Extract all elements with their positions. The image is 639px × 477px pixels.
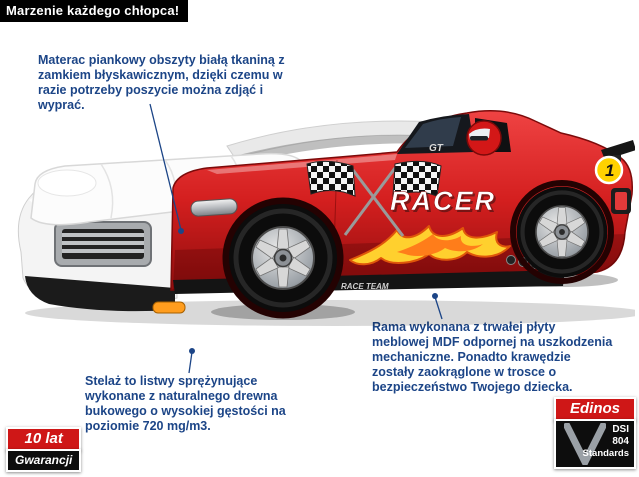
front-wheel bbox=[229, 204, 337, 312]
callout-line-slats bbox=[188, 351, 193, 374]
headline-text: Marzenie każdego chłopca! bbox=[6, 3, 180, 18]
check-v-icon bbox=[564, 423, 606, 465]
warranty-badge: 10 lat Gwarancji bbox=[6, 427, 82, 472]
brand-name: Edinos bbox=[554, 397, 636, 421]
annotation-mattress: Materac piankowy obszyty białą tkaniną z… bbox=[38, 53, 285, 112]
grille bbox=[54, 221, 152, 267]
cockpit: GT bbox=[397, 114, 511, 156]
pillow bbox=[37, 169, 97, 197]
car-bed-illustration: RACE TEAM GT bbox=[17, 110, 635, 326]
rear-wheel bbox=[517, 187, 608, 278]
warranty-label: Gwarancji bbox=[6, 449, 82, 472]
racer-decal: RACER RACER bbox=[390, 186, 498, 218]
driver-helmet bbox=[466, 120, 502, 156]
svg-text:1: 1 bbox=[605, 161, 614, 180]
svg-text:RACER: RACER bbox=[390, 186, 496, 216]
gt-decal: GT bbox=[429, 143, 444, 154]
race-number-badge: 1 bbox=[594, 155, 624, 185]
front-wheel-arch bbox=[222, 197, 344, 319]
side-marker-light bbox=[152, 301, 186, 314]
rear-wheel-arch bbox=[510, 180, 614, 284]
annotation-frame: Rama wykonana z trwałej płyty meblowej M… bbox=[372, 320, 613, 394]
checkered-flags bbox=[306, 160, 442, 237]
headline-banner: Marzenie każdego chłopca! bbox=[0, 0, 189, 22]
flame-decal bbox=[349, 225, 511, 266]
body-highlight bbox=[207, 154, 397, 174]
warranty-years: 10 lat bbox=[6, 427, 82, 451]
cert-line-2: 804 bbox=[612, 436, 629, 447]
certification-text: DSI 804 Standards bbox=[583, 424, 629, 460]
brand-badge: Edinos DSI 804 Standards bbox=[554, 397, 636, 469]
cert-line-1: DSI bbox=[612, 424, 629, 435]
race-team-decal: RACE TEAM bbox=[341, 282, 389, 291]
svg-text:RACER: RACER bbox=[392, 188, 498, 218]
front-bumper-lip bbox=[25, 276, 175, 312]
annotation-slats: Stelaż to listwy sprężynujące wykonane z… bbox=[85, 374, 286, 433]
headlight bbox=[190, 198, 238, 217]
tail-light bbox=[611, 188, 631, 214]
certification-box: DSI 804 Standards bbox=[554, 419, 636, 469]
cert-line-3: Standards bbox=[582, 448, 629, 459]
